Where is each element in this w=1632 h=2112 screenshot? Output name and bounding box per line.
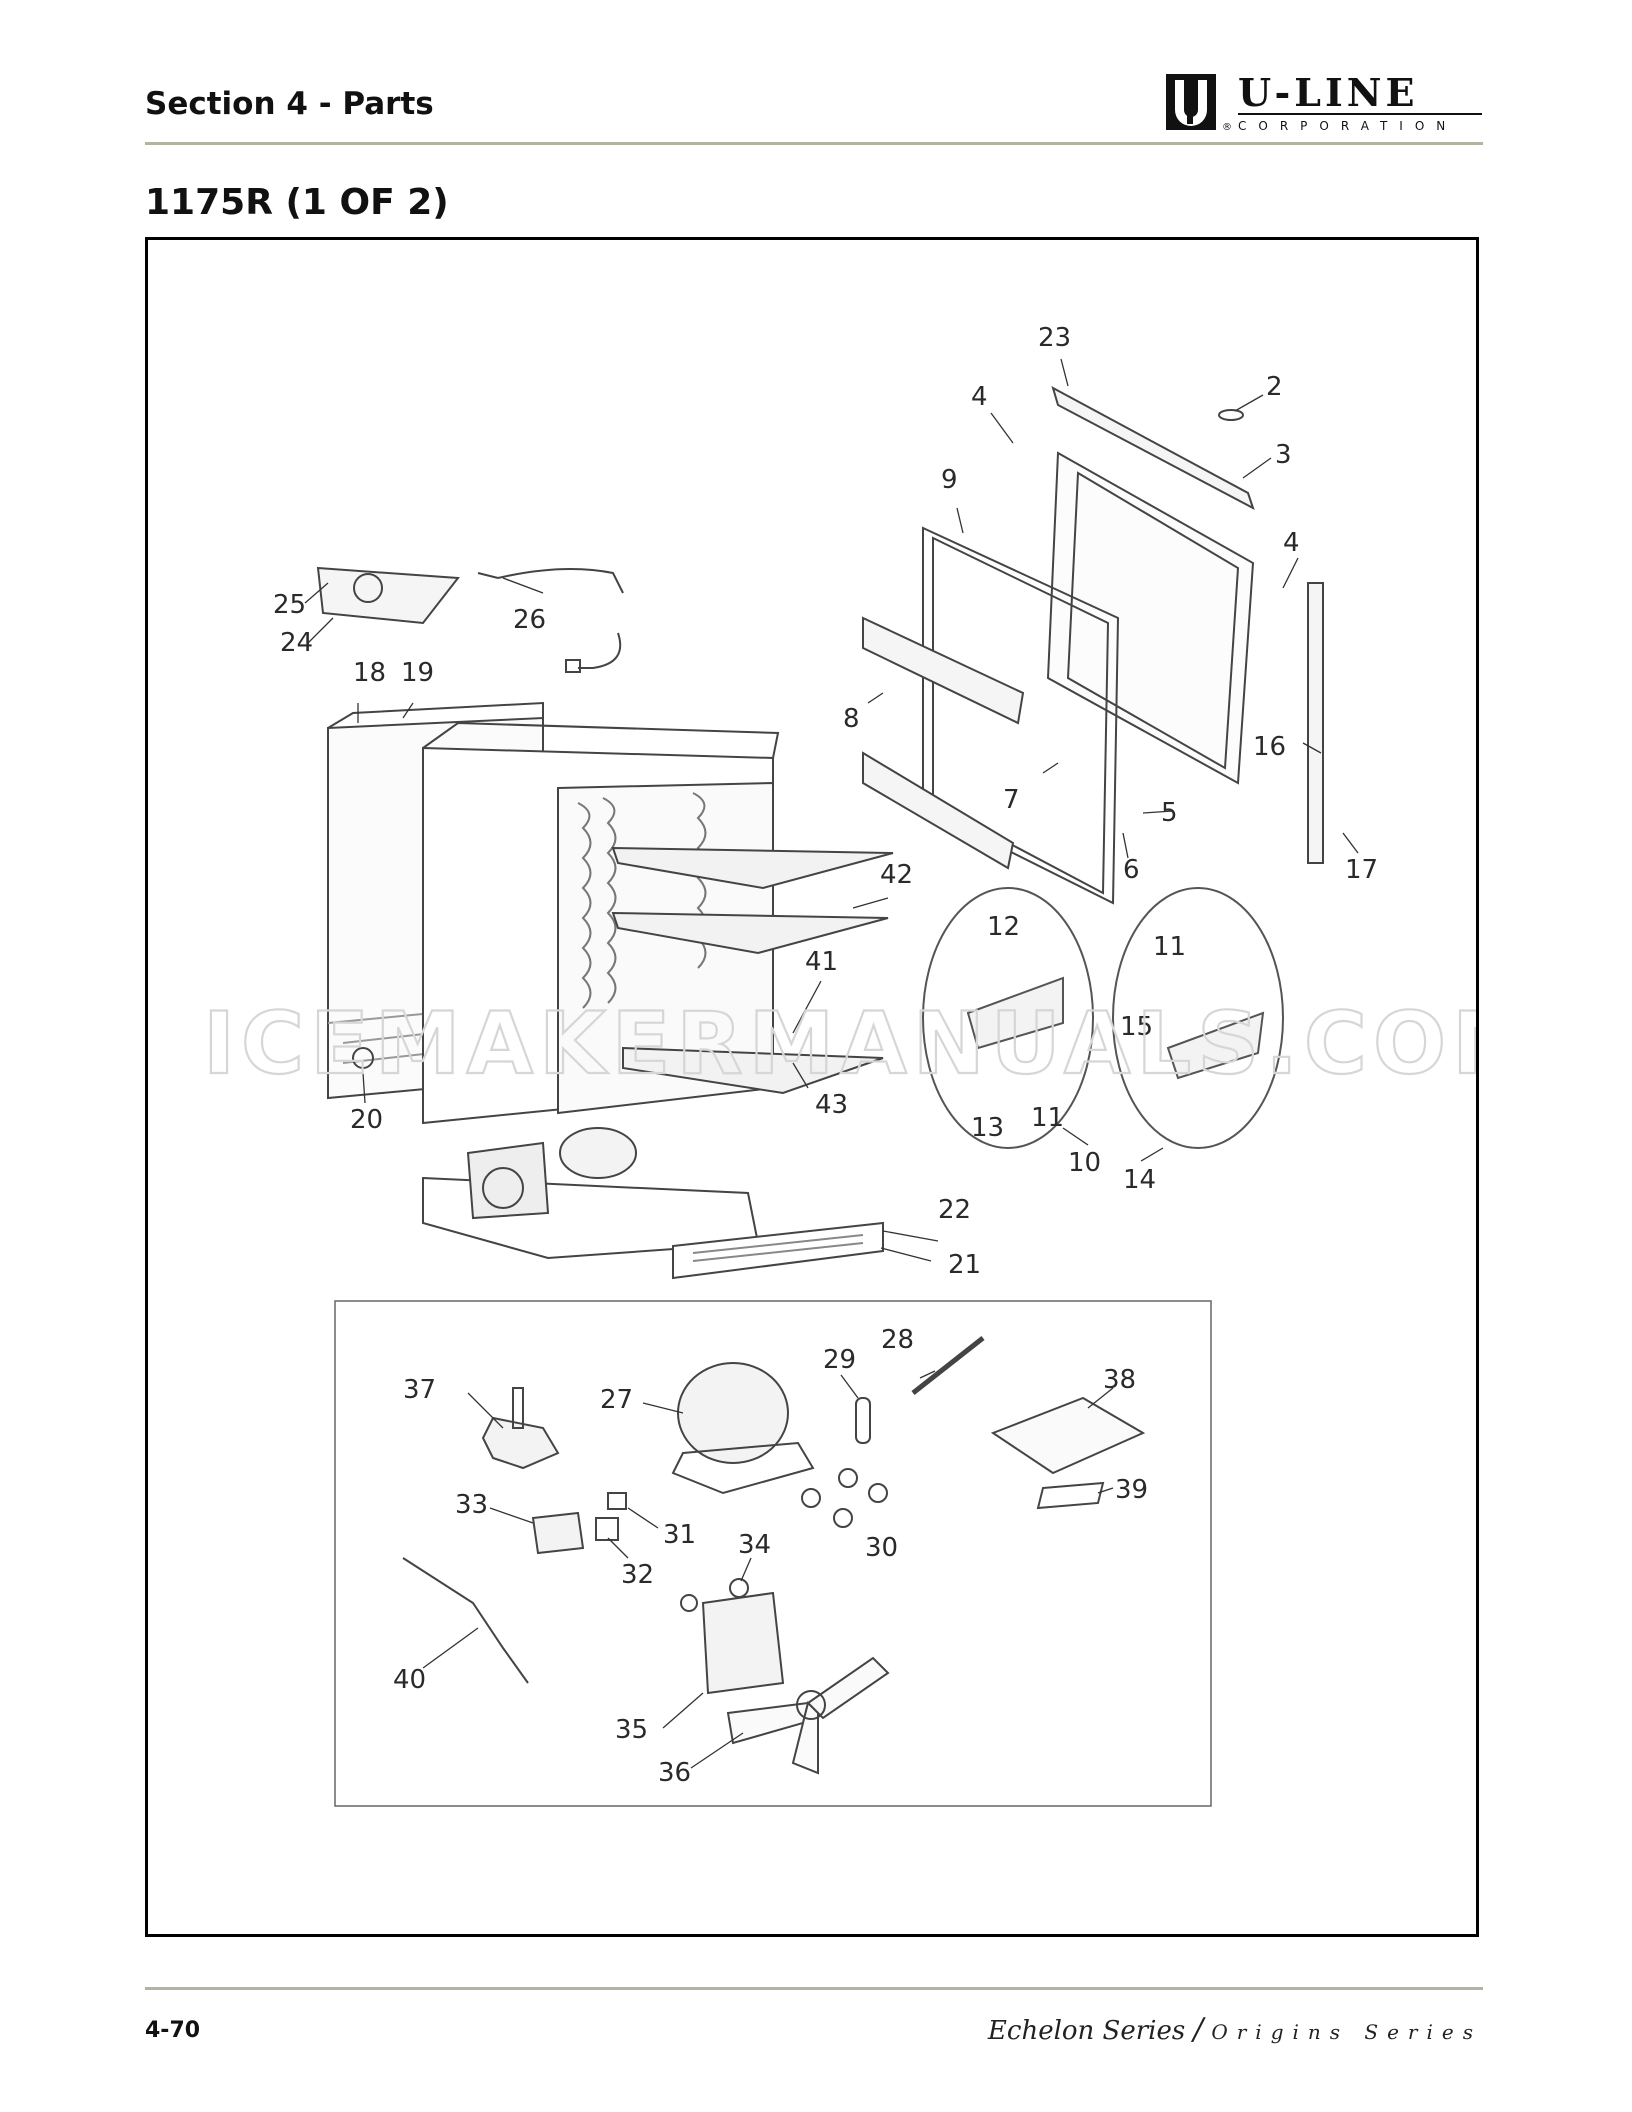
series-origins: Origins Series [1211, 2020, 1482, 2044]
callout-6: 6 [1123, 855, 1140, 885]
callout-3: 3 [1275, 440, 1292, 470]
light-assembly-illustration [316, 566, 624, 673]
callout-41: 41 [805, 947, 838, 977]
logo-sub: CORPORATION [1238, 119, 1457, 133]
callout-32: 32 [621, 1560, 654, 1590]
callout-25: 25 [273, 590, 306, 620]
series-echelon: Echelon Series [987, 2016, 1186, 2046]
hinge-detail-illustration [922, 887, 1284, 1149]
logo-name: U-LINE [1238, 72, 1418, 115]
callout-34: 34 [738, 1530, 771, 1560]
series-separator: / [1193, 2012, 1204, 2047]
callout-16: 16 [1253, 732, 1286, 762]
callout-29: 29 [823, 1345, 856, 1375]
component-box [334, 1300, 1212, 1807]
callout-2: 2 [1266, 372, 1283, 402]
callout-10: 10 [1068, 1148, 1101, 1178]
callout-43: 43 [815, 1090, 848, 1120]
leader-lines [304, 358, 1359, 1769]
header-rule [145, 142, 1483, 145]
callout-21: 21 [948, 1250, 981, 1280]
callout-24: 24 [280, 628, 313, 658]
callout-8: 8 [843, 704, 860, 734]
callout-11a: 11 [1031, 1103, 1064, 1133]
callout-12: 12 [987, 912, 1020, 942]
callout-40: 40 [393, 1665, 426, 1695]
callout-19: 19 [401, 658, 434, 688]
callout-28: 28 [881, 1325, 914, 1355]
callout-42: 42 [880, 860, 913, 890]
exploded-parts-diagram: 23 2 3 4 4 9 8 7 5 6 16 17 25 24 26 18 1… [202, 323, 1476, 1807]
section-title: Section 4 - Parts [145, 86, 434, 122]
callout-14: 14 [1123, 1165, 1156, 1195]
callout-5: 5 [1161, 798, 1178, 828]
page-number: 4-70 [145, 2018, 201, 2043]
callout-23: 23 [1038, 323, 1071, 353]
callout-26: 26 [513, 605, 546, 635]
callout-17: 17 [1345, 855, 1378, 885]
callout-15: 15 [1120, 1012, 1153, 1042]
callout-30: 30 [865, 1533, 898, 1563]
callout-22: 22 [938, 1195, 971, 1225]
callout-39: 39 [1115, 1475, 1148, 1505]
callout-4b: 4 [1283, 528, 1300, 558]
callout-7: 7 [1003, 785, 1020, 815]
callout-9: 9 [941, 465, 958, 495]
callout-labels: 23 2 3 4 4 9 8 7 5 6 16 17 25 24 26 18 1… [273, 323, 1378, 1788]
callout-36: 36 [658, 1758, 691, 1788]
u-line-logo-icon [1166, 74, 1216, 130]
callout-18: 18 [353, 658, 386, 688]
door-illustration [862, 385, 1324, 905]
cabinet-illustration [327, 701, 894, 1280]
callout-38: 38 [1103, 1365, 1136, 1395]
footer-rule [145, 1987, 1483, 1990]
series-branding: Echelon Series/ Origins Series [988, 2012, 1482, 2047]
callout-37: 37 [403, 1375, 436, 1405]
callout-11b: 11 [1153, 932, 1186, 962]
callout-27: 27 [600, 1385, 633, 1415]
callout-33: 33 [455, 1490, 488, 1520]
u-line-logo: U-LINE ® CORPORATION [1166, 72, 1482, 133]
watermark: ICEMAKERMANUALS.COM [203, 994, 1476, 1094]
callout-13: 13 [971, 1113, 1004, 1143]
diagram-frame: 23 2 3 4 4 9 8 7 5 6 16 17 25 24 26 18 1… [145, 237, 1479, 1937]
callout-31: 31 [663, 1520, 696, 1550]
page-title: 1175R (1 OF 2) [145, 182, 449, 223]
callout-35: 35 [615, 1715, 648, 1745]
logo-reg: ® [1222, 122, 1232, 133]
callout-4a: 4 [971, 382, 988, 412]
callout-20: 20 [350, 1105, 383, 1135]
